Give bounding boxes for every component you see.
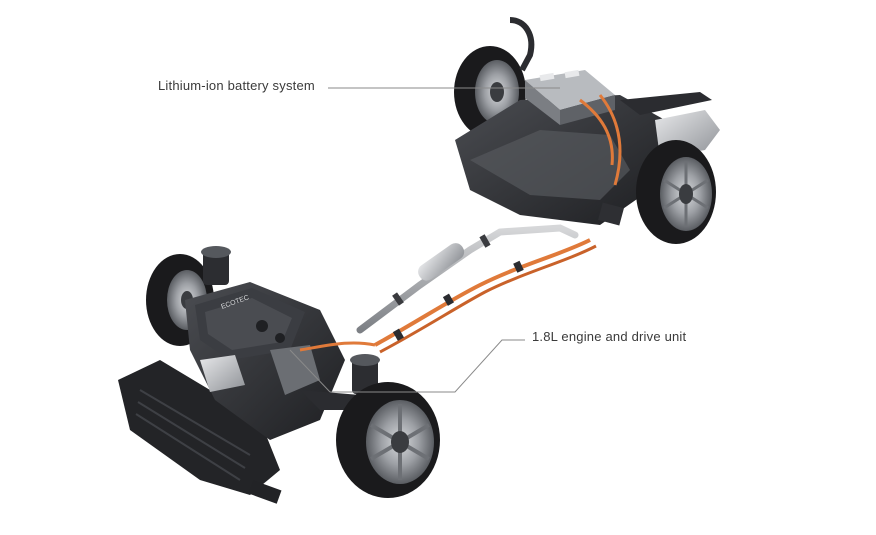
- hv-cable-run: [374, 238, 597, 354]
- battery-pack: [525, 69, 615, 125]
- rear-assembly: [454, 17, 720, 244]
- front-right-wheel: [336, 382, 440, 498]
- rear-right-wheel: [636, 140, 716, 244]
- front-assembly: ECOTEC: [118, 246, 440, 504]
- engine-leader-line: [330, 339, 525, 393]
- radiator-support: [118, 360, 280, 495]
- engine-cover: ECOTEC: [195, 288, 305, 360]
- exhaust-system: [356, 224, 579, 334]
- battery-callout-label: Lithium-ion battery system: [158, 78, 315, 93]
- front-left-strut: [201, 246, 231, 285]
- engine-callout-label: 1.8L engine and drive unit: [532, 329, 687, 344]
- leader-lines: [289, 87, 560, 393]
